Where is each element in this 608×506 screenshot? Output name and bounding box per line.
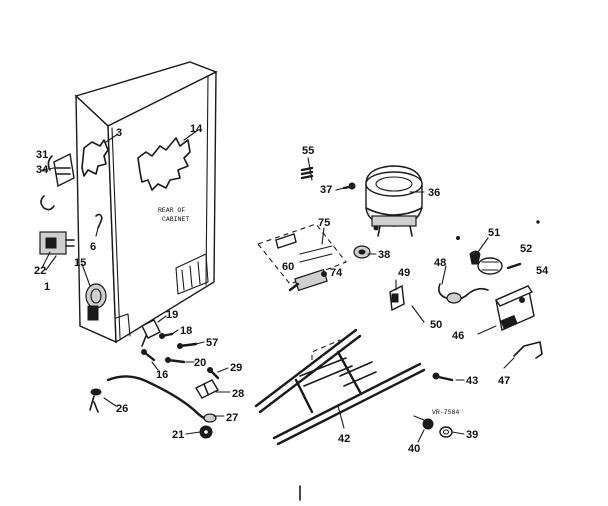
label-43: 43 [466,375,478,387]
screw-part-57 [177,342,198,349]
cover-part-46 [494,285,535,331]
drain-tube-part-19 [141,319,161,347]
label-19: 19 [166,309,178,321]
capacitor-part-52 [477,257,503,275]
overload-part-48 [438,283,489,304]
cabinet-note-line2: CABINET [162,216,189,223]
leader-lines [41,129,515,443]
power-cord-part-26 [89,375,217,423]
part-labels: 3 14 31 34 6 15 22 1 19 18 57 20 16 29 2… [34,123,549,455]
label-40: 40 [408,443,420,455]
screw-part-54 [506,262,522,270]
screw-part-20 [165,357,186,364]
label-28: 28 [232,388,244,400]
bracket-part-28 [195,379,219,399]
label-36: 36 [428,187,440,199]
cabinet: REAR OF CABINET [74,61,218,344]
label-57: 57 [206,337,218,349]
label-16: 16 [156,369,168,381]
clip-part-47 [513,341,543,359]
label-18: 18 [180,325,192,337]
defrost-timer [39,231,75,255]
screw-part-29 [207,367,220,380]
label-52: 52 [520,243,532,255]
fan-assembly-part-75 [257,223,347,285]
label-47: 47 [498,375,510,387]
label-54: 54 [536,265,549,277]
label-60: 60 [282,261,294,273]
label-29: 29 [230,362,242,374]
reference-code: VR-7584 [432,409,459,416]
label-6: 6 [90,241,96,253]
label-48: 48 [434,257,446,269]
washer-part-39 [439,426,453,438]
label-21: 21 [172,429,184,441]
clip-part-51 [469,250,481,265]
label-3: 3 [116,127,122,139]
label-34: 34 [36,164,49,176]
label-46: 46 [452,330,464,342]
defrost-timer-bracket [40,152,75,211]
label-37: 37 [320,184,332,196]
label-26: 26 [116,403,128,415]
base-frame-part-42 [254,328,426,446]
screw-part-37 [342,182,356,190]
label-22: 22 [34,265,46,277]
relay-part-49 [389,284,405,312]
label-14: 14 [190,123,203,135]
cabinet-note-line1: REAR OF [158,207,185,214]
label-15: 15 [74,257,86,269]
label-20: 20 [194,357,206,369]
label-38: 38 [378,249,390,261]
label-31: 31 [36,149,48,161]
screw-part-16 [141,349,156,362]
label-39: 39 [466,429,478,441]
label-75: 75 [318,217,330,229]
grommet-part-40 [413,415,434,430]
grommet-part-38 [353,245,371,259]
clamp-part-21 [199,425,213,439]
label-55: 55 [302,145,314,157]
screw-part-43 [432,372,454,382]
label-49: 49 [398,267,410,279]
label-27: 27 [226,412,238,424]
fan-motor-part-74 [288,268,328,292]
label-42: 42 [338,433,350,445]
label-1: 1 [44,281,50,293]
label-50: 50 [430,319,442,331]
screw-part-18 [159,332,174,339]
label-51: 51 [488,227,500,239]
label-74: 74 [330,267,343,279]
clip-part-6 [95,213,103,229]
compressor-part-36 [365,165,423,237]
